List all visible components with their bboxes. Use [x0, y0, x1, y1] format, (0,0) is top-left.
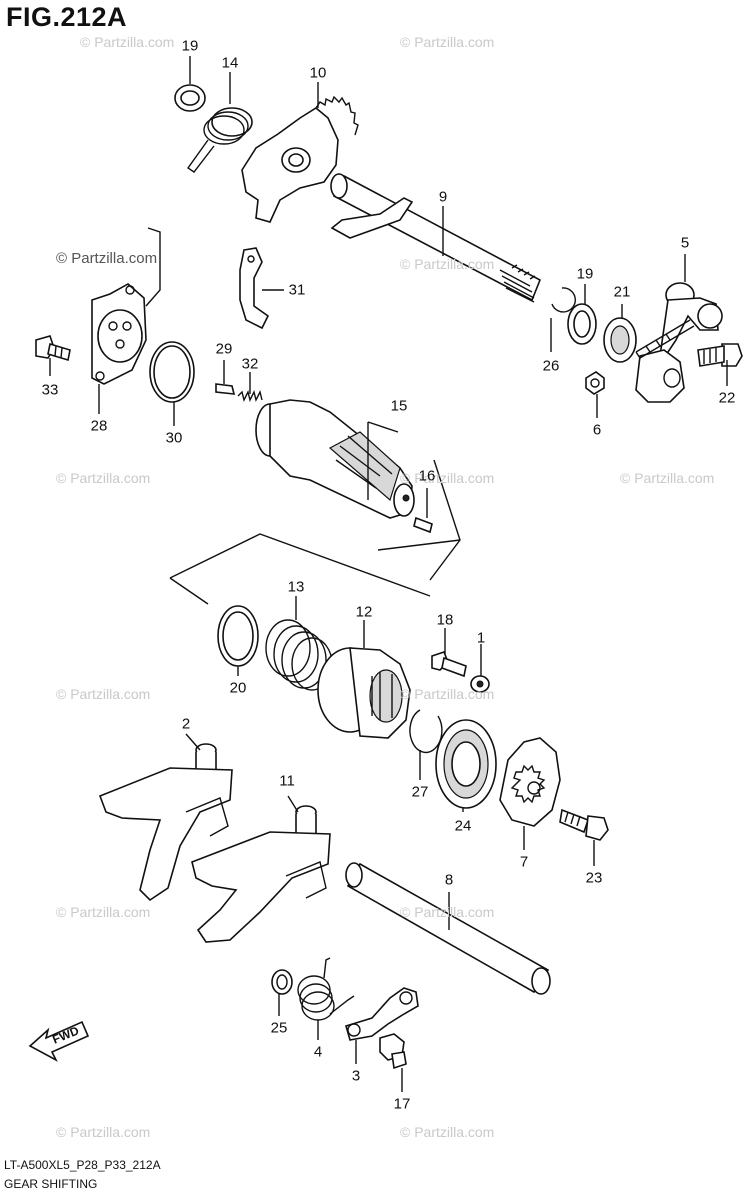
part-10-gearshift-arm [241, 95, 359, 223]
part-31-stopper-plate [239, 247, 270, 330]
part-label-17[interactable]: 17 [393, 1095, 411, 1113]
part-25-washer [271, 969, 293, 995]
part-label-7[interactable]: 7 [519, 853, 529, 871]
part-label-19[interactable]: 19 [181, 37, 199, 55]
part-label-4[interactable]: 4 [313, 1043, 323, 1061]
part-26-circlip [551, 287, 576, 313]
part-22-bolt [697, 343, 743, 367]
model-code: LT-A500XL5_P28_P33_212A [4, 1158, 161, 1172]
part-label-18[interactable]: 18 [436, 611, 454, 629]
figure-title: FIG.212A [6, 2, 128, 32]
part-label-19b[interactable]: 19 [576, 265, 594, 283]
part-label-20[interactable]: 20 [229, 679, 247, 697]
part-7-gear-sprocket [499, 737, 561, 827]
part-label-13[interactable]: 13 [287, 578, 305, 596]
part-16-pin [413, 516, 433, 534]
leader-lines [49, 56, 728, 1092]
part-label-22[interactable]: 22 [718, 389, 736, 407]
part-12-cam-driven-gear [317, 647, 411, 739]
part-30-o-ring [149, 341, 195, 403]
watermark: © Partzilla.com [56, 470, 151, 486]
leader-frame-15 [367, 421, 461, 581]
part-19-washer-right [567, 303, 597, 345]
part-label-10[interactable]: 10 [309, 64, 327, 82]
part-label-5[interactable]: 5 [680, 234, 690, 252]
part-label-12[interactable]: 12 [355, 603, 373, 621]
part-label-14[interactable]: 14 [221, 54, 239, 72]
watermark: © Partzilla.com [400, 470, 495, 486]
part-label-25[interactable]: 25 [270, 1019, 288, 1037]
part-label-33[interactable]: 33 [41, 381, 59, 399]
section-name: GEAR SHIFTING [4, 1177, 98, 1191]
part-19-washer-top [174, 84, 206, 112]
part-label-6[interactable]: 6 [592, 421, 602, 439]
part-5-gearshift-lever [635, 282, 723, 403]
part-17-bolt [379, 1033, 407, 1070]
part-18-screw [431, 651, 467, 678]
part-label-9[interactable]: 9 [438, 188, 448, 206]
part-label-31[interactable]: 31 [288, 281, 306, 299]
part-9-gearshift-shaft [330, 173, 542, 303]
part-28-cover [91, 227, 161, 385]
part-label-26[interactable]: 26 [542, 357, 560, 375]
part-label-11[interactable]: 11 [279, 772, 295, 790]
part-11-gearshift-fork [191, 805, 331, 943]
fwd-arrow-icon [28, 1020, 90, 1062]
part-label-3[interactable]: 3 [351, 1067, 361, 1085]
watermark: © Partzilla.com [620, 470, 715, 486]
part-2-gearshift-fork [98, 743, 233, 902]
part-13-spring [265, 619, 333, 691]
part-33-bolt [35, 335, 71, 362]
part-label-32[interactable]: 32 [241, 355, 259, 373]
part-21-oil-seal [603, 317, 637, 363]
watermark: © Partzilla.com [56, 904, 151, 920]
watermark: © Partzilla.com [56, 1124, 151, 1140]
watermark: © Partzilla.com [56, 686, 151, 702]
part-6-nut [585, 371, 605, 395]
part-label-24[interactable]: 24 [454, 817, 472, 835]
part-29-stopper-pin [215, 383, 236, 395]
watermark: © Partzilla.com [400, 34, 495, 50]
part-label-15[interactable]: 15 [390, 397, 408, 415]
part-label-23[interactable]: 23 [585, 869, 603, 887]
part-14-return-spring [187, 107, 253, 173]
part-label-2[interactable]: 2 [181, 715, 191, 733]
part-32-spring [237, 389, 263, 403]
watermark: © Partzilla.com [56, 250, 158, 267]
watermark: © Partzilla.com [80, 34, 175, 50]
part-23-bolt [559, 808, 609, 841]
part-20-washer [217, 605, 259, 667]
part-3-stopper-arm [345, 987, 419, 1041]
part-15-gearshift-cam [255, 399, 415, 519]
watermark: © Partzilla.com [400, 1124, 495, 1140]
part-label-8[interactable]: 8 [444, 871, 454, 889]
watermark: © Partzilla.com [400, 686, 495, 702]
part-label-1[interactable]: 1 [476, 629, 486, 647]
part-label-29[interactable]: 29 [215, 340, 233, 358]
watermark: © Partzilla.com [400, 256, 495, 272]
part-24-bearing [435, 719, 497, 809]
part-27-circlip [409, 709, 443, 754]
part-8-fork-shaft [345, 862, 551, 995]
part-label-21[interactable]: 21 [613, 283, 631, 301]
assembly-bracket-line [169, 533, 431, 605]
part-label-27[interactable]: 27 [411, 783, 429, 801]
part-4-return-spring [297, 957, 355, 1021]
part-label-16[interactable]: 16 [418, 467, 436, 485]
part-label-30[interactable]: 30 [165, 429, 183, 447]
part-label-28[interactable]: 28 [90, 417, 108, 435]
part-1-washer [470, 675, 490, 693]
watermark: © Partzilla.com [400, 904, 495, 920]
